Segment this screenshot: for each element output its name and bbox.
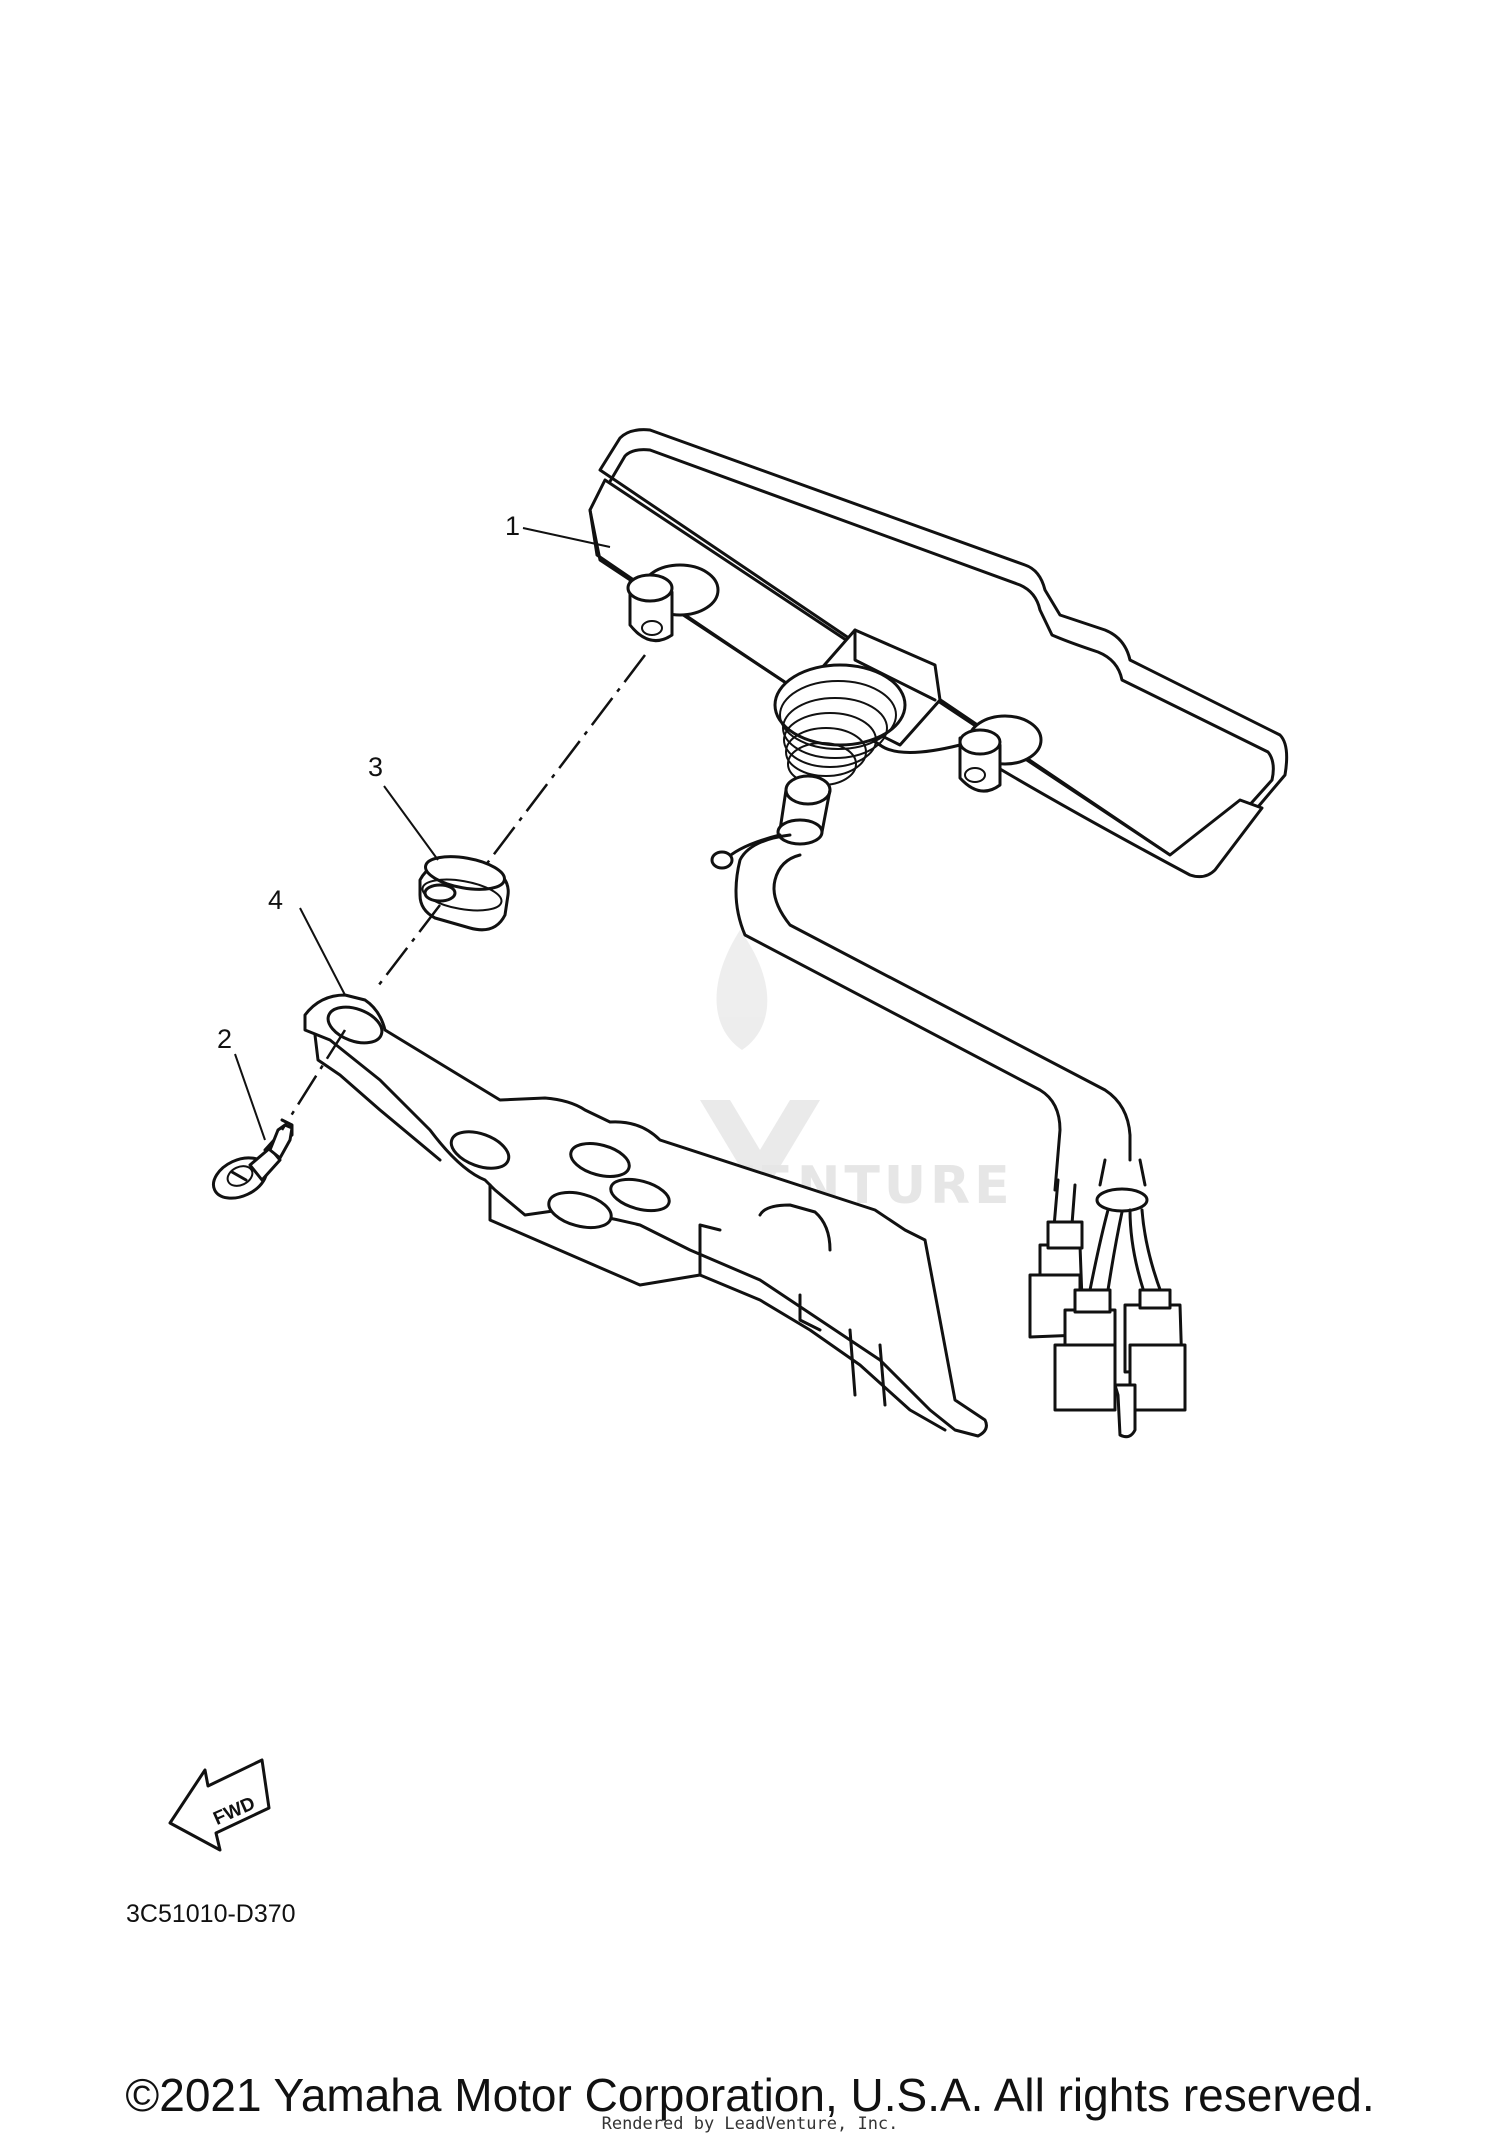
- assembly-lines: [234, 527, 646, 1141]
- meter-connector-housing: [773, 628, 942, 846]
- meter-assembly: [588, 428, 1289, 1439]
- fwd-arrow-icon: FWD: [168, 1758, 271, 1852]
- callout-3: 3: [368, 752, 383, 782]
- rendered-by-credit: Rendered by LeadVenture, Inc.: [601, 2114, 899, 2134]
- diagram-code: 3C51010-D370: [126, 1900, 296, 1928]
- grommet: [418, 855, 510, 932]
- meter-mount-boss-right: [958, 714, 1043, 793]
- screw: [212, 1118, 294, 1200]
- meter-wire-harness: [710, 833, 1187, 1439]
- bracket: [303, 993, 988, 1438]
- copyright-notice: ©2021 Yamaha Motor Corporation, U.S.A. A…: [125, 2069, 1375, 2121]
- callout-2: 2: [217, 1024, 232, 1054]
- callout-1: 1: [505, 511, 520, 541]
- meter-mount-boss-left: [626, 563, 720, 643]
- callout-4: 4: [268, 885, 283, 915]
